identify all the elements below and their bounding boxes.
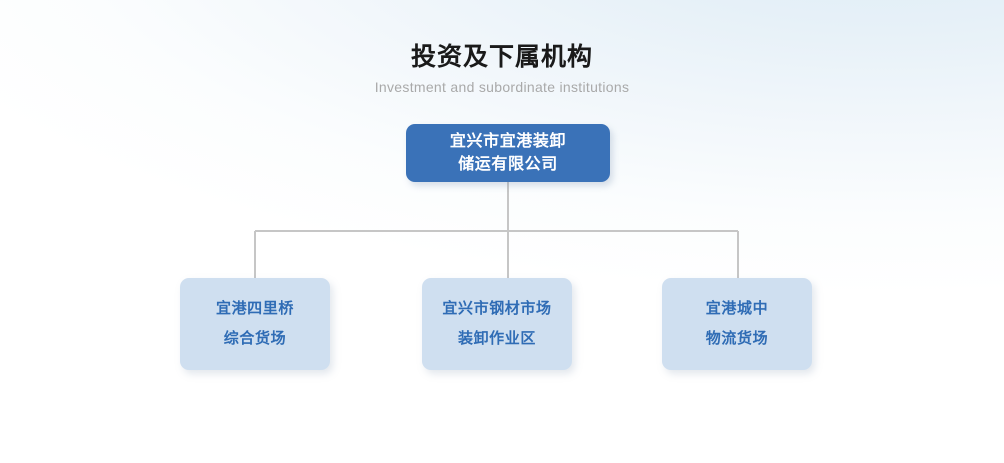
org-node-child-1-line-2: 综合货场 [223,330,287,347]
org-node-root-line-1: 宜兴市宜港装卸 [449,133,567,150]
page-title: 投资及下属机构 [410,43,593,71]
org-node-child-2[interactable]: 宜兴市钢材市场 装卸作业区 [422,278,572,370]
org-node-root-line-2: 储运有限公司 [458,156,558,173]
org-node-child-3-line-1: 宜港城中 [705,300,769,317]
org-node-child-2-line-2: 装卸作业区 [457,330,536,347]
org-node-child-3[interactable]: 宜港城中 物流货场 [662,278,812,370]
org-node-child-3-line-2: 物流货场 [705,330,769,347]
page-header: 投资及下属机构 Investment and subordinate insti… [0,42,1004,96]
org-node-child-2-line-1: 宜兴市钢材市场 [442,300,552,317]
page-subtitle: Investment and subordinate institutions [374,79,630,96]
org-node-child-1-line-1: 宜港四里桥 [215,300,294,317]
org-node-root[interactable]: 宜兴市宜港装卸 储运有限公司 [406,124,610,182]
org-node-child-1[interactable]: 宜港四里桥 综合货场 [180,278,330,370]
